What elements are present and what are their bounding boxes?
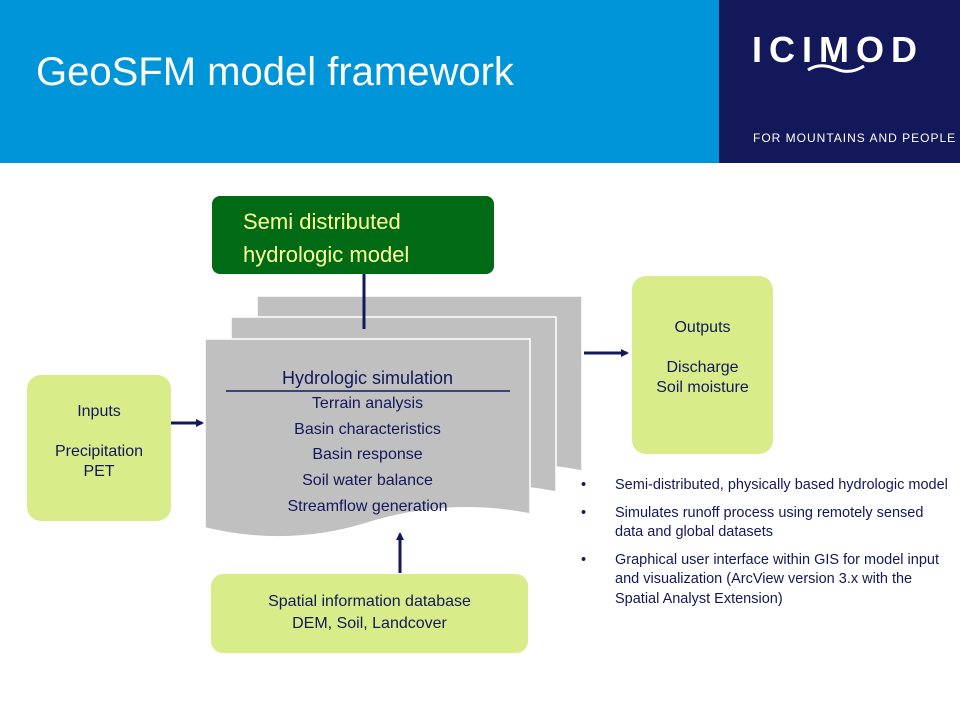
bullet-text: Simulates runoff process using remotely …	[615, 504, 924, 541]
spatial-database-line2: DEM, Soil, Landcover	[292, 614, 447, 632]
bullet-item: • Simulates runoff process using remotely…	[578, 504, 954, 543]
inputs-box	[27, 375, 171, 521]
simulation-item: Basin characteristics	[294, 420, 441, 438]
model-box-label: Semi distributed hydrologic model	[212, 205, 494, 271]
bullet-icon: •	[581, 504, 587, 521]
header-blue-panel	[0, 0, 719, 163]
outputs-box	[632, 276, 773, 454]
simulation-list: Hydrologic simulation Terrain analysis B…	[205, 366, 530, 519]
document-shape-front	[204, 338, 531, 538]
inputs-item: Precipitation	[54, 443, 144, 460]
inputs-title: Inputs	[77, 403, 121, 420]
bullet-icon: •	[581, 477, 587, 493]
slide-header: GeoSFM model framework ICIMOD FOR MOUNTA…	[0, 0, 960, 163]
logo-tagline: FOR MOUNTAINS AND PEOPLE	[753, 131, 957, 145]
inputs-label: Inputs Precipitation PET	[27, 402, 171, 482]
logo-swoosh-icon	[807, 64, 865, 73]
bullet-text: Graphical user interface within GIS for …	[615, 551, 939, 607]
simulation-item: Streamflow generation	[287, 497, 448, 515]
bullet-icon: •	[581, 551, 587, 568]
model-box-line2: hydrologic model	[243, 242, 410, 267]
model-box	[212, 196, 494, 274]
spatial-database-line1: Spatial information database	[268, 593, 471, 610]
simulation-item: Terrain analysis	[311, 395, 424, 413]
simulation-item: Soil water balance	[302, 471, 433, 489]
feature-bullet-list: • Semi-distributed, physically based hydr…	[578, 476, 954, 617]
bullet-item: • Graphical user interface within GIS for…	[578, 551, 954, 610]
outputs-item: Discharge	[666, 359, 739, 376]
outputs-label: Outputs Discharge Soil moisture	[632, 318, 773, 398]
simulation-item: Basin response	[312, 446, 423, 464]
bullet-item: • Semi-distributed, physically based hydr…	[578, 476, 954, 496]
spatial-database-box	[211, 574, 528, 653]
header-logo-panel	[719, 0, 960, 163]
outputs-title: Outputs	[674, 319, 731, 336]
model-box-line1: Semi distributed	[243, 209, 401, 234]
spatial-database-label: Spatial information database DEM, Soil, …	[211, 591, 528, 634]
outputs-item: Soil moisture	[656, 379, 749, 396]
simulation-title: Hydrologic simulation	[281, 368, 454, 388]
inputs-item: PET	[83, 463, 115, 480]
bullet-text: Semi-distributed, physically based hydro…	[615, 477, 948, 493]
slide-title: GeoSFM model framework	[36, 50, 514, 94]
icimod-logo: ICIMOD	[752, 29, 924, 70]
